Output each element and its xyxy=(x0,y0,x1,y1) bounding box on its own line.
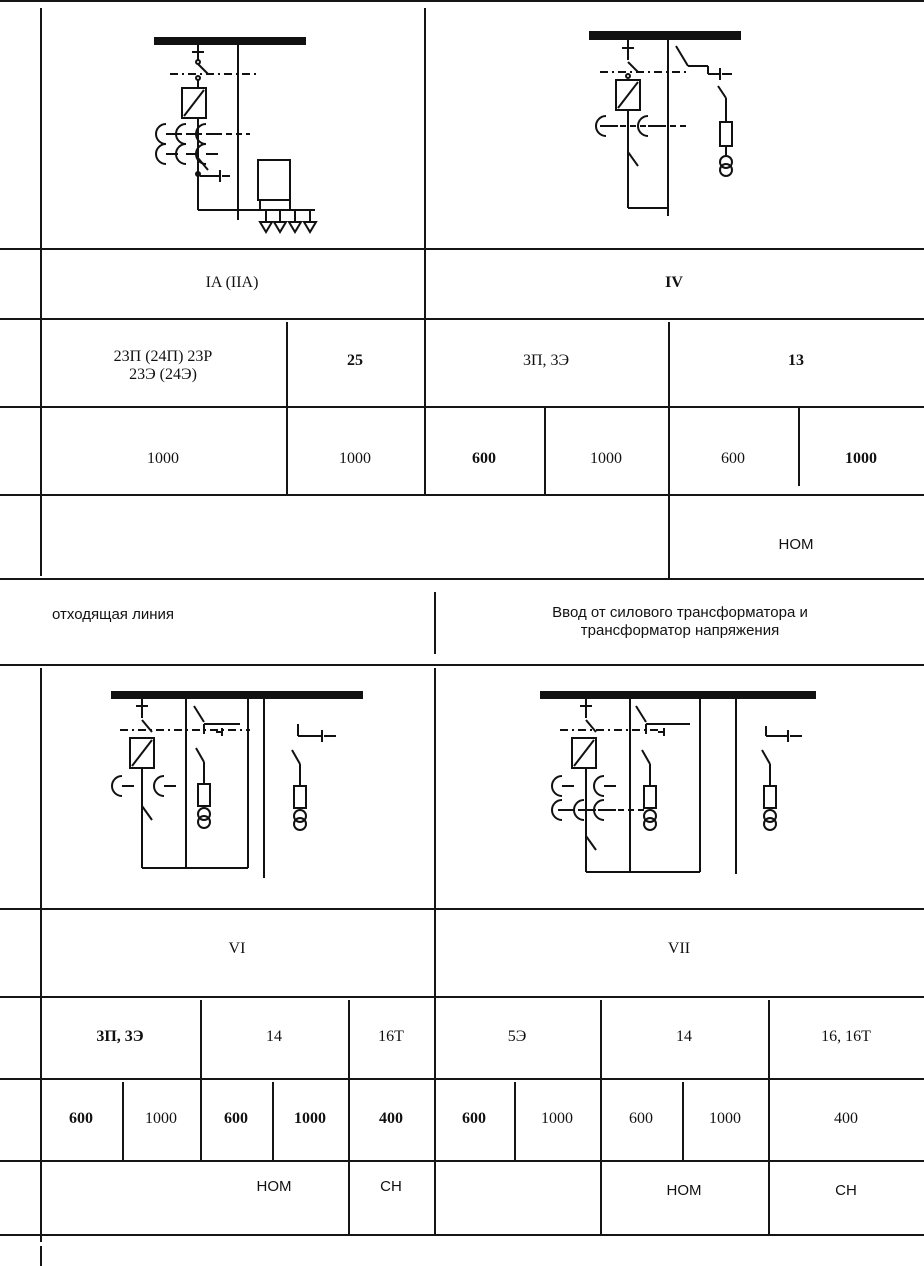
rule-bottom-diagram xyxy=(0,908,924,910)
series-23p-line2: 23Э (24Э) xyxy=(129,366,197,383)
rule-mid-top xyxy=(424,8,426,496)
b-current-600-b: 600 xyxy=(224,1110,248,1127)
current-iv-1000: 1000 xyxy=(590,450,622,467)
b-series-14-left: 14 xyxy=(266,1028,282,1045)
series-23p-line1: 23П (24П) 23Р xyxy=(113,348,213,365)
current-iv-600: 600 xyxy=(472,450,496,467)
rule-b-series-1 xyxy=(200,1000,202,1160)
rule-current-div-2 xyxy=(798,408,800,486)
rule-caption-mid xyxy=(434,592,436,654)
type-ia: IA (IIA) xyxy=(205,274,259,291)
b-current-1000-d: 1000 xyxy=(709,1110,741,1127)
rule-b-series-3 xyxy=(600,1000,602,1234)
caption-transformer-line1: Ввод от силового трансформатора и xyxy=(552,604,808,621)
rule-bottom-current xyxy=(0,1160,924,1162)
b-current-1000-a: 1000 xyxy=(145,1110,177,1127)
rule-b-cur-4 xyxy=(682,1082,684,1160)
rule-b-series-2 xyxy=(348,1000,350,1234)
rule-series-div-1 xyxy=(286,322,288,494)
current-25-1000: 1000 xyxy=(339,450,371,467)
type-vii: VII xyxy=(667,940,691,957)
rule-top xyxy=(0,0,924,2)
diagram-iv xyxy=(580,26,780,226)
rule-current-div-1 xyxy=(544,408,546,494)
rule-left-edge-tail xyxy=(40,1246,42,1266)
type-iv: IV xyxy=(665,274,683,291)
b-current-600-d: 600 xyxy=(629,1110,653,1127)
b-current-400-a: 400 xyxy=(379,1110,403,1127)
diagram-vi xyxy=(100,686,400,886)
b-current-400-b: 400 xyxy=(834,1110,858,1127)
type-vi: VI xyxy=(228,940,246,957)
rule-mid-bottom xyxy=(434,668,436,1234)
series-3p: 3П, 3Э xyxy=(522,352,570,369)
b-series-3p: 3П, 3Э xyxy=(96,1028,144,1045)
current-13-1000: 1000 xyxy=(845,450,877,467)
caption-transformer-line2: трансформатор напряжения xyxy=(580,622,780,639)
b-series-5e: 5Э xyxy=(507,1028,527,1045)
current-ia-1000: 1000 xyxy=(147,450,179,467)
rule-b-cur-2 xyxy=(272,1082,274,1160)
b-current-1000-b: 1000 xyxy=(294,1110,326,1127)
rule-type-bottom xyxy=(0,318,924,320)
rule-bottom-series xyxy=(0,1078,924,1080)
rule-b-series-4 xyxy=(768,1000,770,1234)
b-current-1000-c: 1000 xyxy=(541,1110,573,1127)
rule-diagram-bottom xyxy=(0,248,924,250)
rule-series-div-2 xyxy=(668,322,670,578)
b-series-14-right: 14 xyxy=(676,1028,692,1045)
mode-nom-top: НОМ xyxy=(778,536,814,553)
rule-current-bottom xyxy=(0,494,924,496)
rule-b-cur-3 xyxy=(514,1082,516,1160)
series-13: 13 xyxy=(788,352,804,369)
diagram-ia xyxy=(150,30,320,240)
rule-series-bottom xyxy=(0,406,924,408)
b-mode-nom-left: НОМ xyxy=(256,1178,292,1195)
caption-outgoing-line: отходящая линия xyxy=(52,606,174,623)
rule-bottom-mode xyxy=(0,1234,924,1236)
rule-left-edge-bottom xyxy=(40,668,42,1242)
rule-mode-bottom xyxy=(0,578,924,580)
rule-caption-bottom xyxy=(0,664,924,666)
rule-left-edge-top xyxy=(40,8,42,576)
b-current-600-a: 600 xyxy=(69,1110,93,1127)
rule-b-cur-1 xyxy=(122,1082,124,1160)
rule-bottom-type xyxy=(0,996,924,998)
b-mode-ch-right: СН xyxy=(835,1182,857,1199)
b-mode-nom-right: НОМ xyxy=(666,1182,702,1199)
b-series-16-16t: 16, 16Т xyxy=(821,1028,871,1045)
diagram-vii xyxy=(540,686,840,886)
series-25: 25 xyxy=(347,352,363,369)
b-current-600-c: 600 xyxy=(462,1110,486,1127)
b-series-16t: 16Т xyxy=(378,1028,404,1045)
b-mode-ch-left: СН xyxy=(380,1178,402,1195)
current-13-600: 600 xyxy=(721,450,745,467)
